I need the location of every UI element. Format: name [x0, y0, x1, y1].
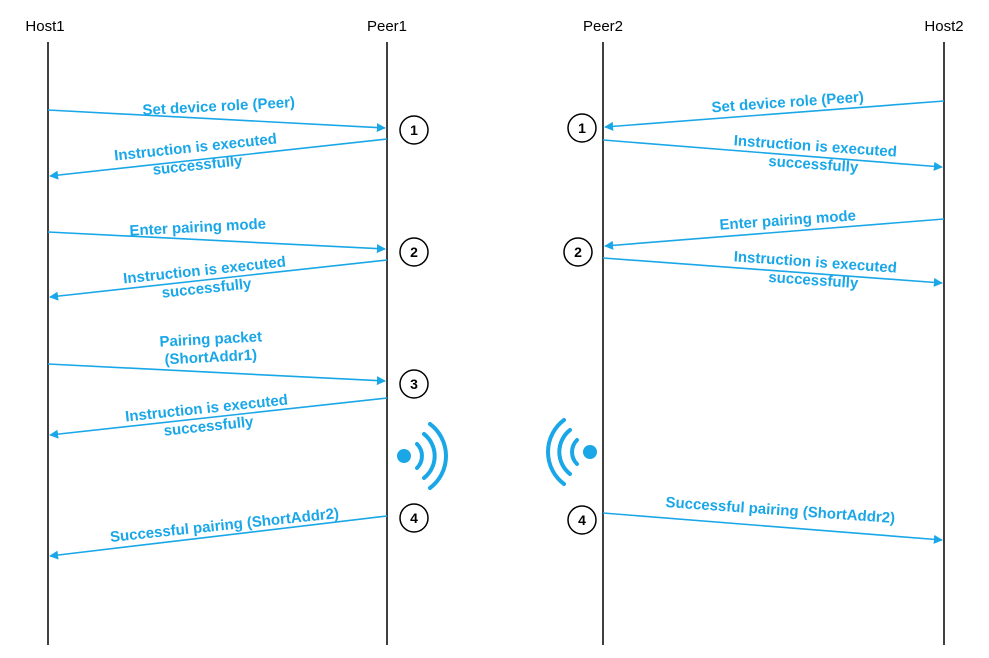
message-host2-pairing-mode: Enter pairing mode [604, 207, 945, 250]
actor-label-host1: Host1 [25, 18, 64, 35]
step-marker-peer2-1: 1 [567, 113, 597, 143]
message-peer2-executed-2: Instruction is executed successfully [602, 248, 943, 292]
step-marker-peer1-4: 4 [399, 503, 429, 533]
message-label: Enter pairing mode [719, 207, 857, 233]
message-label: Enter pairing mode [129, 215, 266, 239]
svg-text:2: 2 [574, 244, 582, 260]
message-peer1-executed-3: Instruction is executed successfully [49, 392, 388, 440]
message-label: Successful pairing (ShortAddr2) [665, 494, 896, 527]
svg-text:2: 2 [410, 244, 418, 260]
step-marker-peer1-2: 2 [399, 237, 429, 267]
svg-text:1: 1 [410, 122, 418, 138]
wireless-signal-icon [397, 422, 448, 490]
step-marker-peer1-1: 1 [399, 115, 429, 145]
svg-text:1: 1 [578, 120, 586, 136]
message-peer1-executed-2: Instruction is executed successfully [49, 254, 388, 302]
message-label: successfully [768, 269, 860, 292]
message-label: Set device role (Peer) [711, 89, 864, 117]
step-marker-peer1-3: 3 [399, 369, 429, 399]
wireless-signal-icon [546, 418, 597, 486]
message-label: (ShortAddr1) [164, 347, 257, 369]
svg-text:4: 4 [578, 512, 586, 528]
actor-label-peer1: Peer1 [367, 18, 407, 35]
message-host1-set-role: Set device role (Peer) [47, 94, 386, 133]
message-label: Set device role (Peer) [142, 94, 295, 119]
message-host1-pairing-mode: Enter pairing mode [47, 215, 386, 254]
actor-label-host2: Host2 [924, 18, 963, 35]
message-label: Successful pairing (ShortAddr2) [109, 505, 340, 546]
message-host1-pairing-packet: Pairing packet (ShortAddr1) [47, 328, 386, 386]
actor-label-peer2: Peer2 [583, 18, 623, 35]
message-peer1-successful-pairing: Successful pairing (ShortAddr2) [49, 505, 388, 560]
message-label: Pairing packet [159, 328, 262, 350]
message-peer2-executed: Instruction is executed successfully [602, 132, 943, 176]
message-peer1-executed: Instruction is executed successfully [49, 131, 388, 180]
message-peer2-successful-pairing: Successful pairing (ShortAddr2) [602, 494, 943, 544]
svg-text:3: 3 [410, 376, 418, 392]
step-marker-peer2-2: 2 [563, 237, 593, 267]
svg-text:4: 4 [410, 510, 418, 526]
message-host2-set-role: Set device role (Peer) [604, 89, 945, 131]
message-label: successfully [768, 153, 860, 176]
step-marker-peer2-4: 4 [567, 505, 597, 535]
